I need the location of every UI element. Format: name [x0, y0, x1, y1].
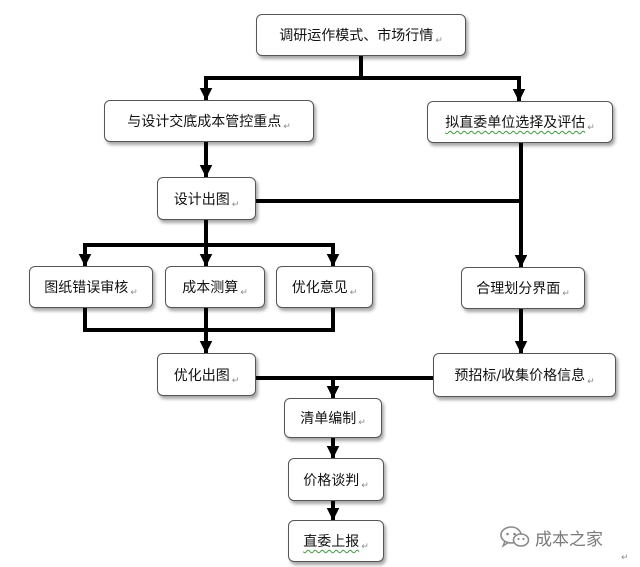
- node-pre-bid: 预招标/收集价格信息↵: [433, 353, 616, 397]
- node-optimized-drawing: 优化出图↵: [157, 353, 256, 396]
- paragraph-mark: ↵: [231, 376, 240, 386]
- watermark-text: 成本之家: [535, 529, 603, 550]
- node-cost-estimate-label: 成本测算: [182, 280, 239, 296]
- node-optimization: 优化意见↵: [276, 266, 373, 308]
- node-bill: 清单编制↵: [284, 398, 382, 438]
- paragraph-mark: ↵: [587, 377, 595, 387]
- node-report-label: 直委上报: [303, 534, 360, 550]
- node-negotiation-label: 价格谈判: [303, 472, 360, 489]
- node-select-units: 拟直委单位选择及评估↵: [427, 101, 613, 143]
- paragraph-mark: ↵: [283, 122, 291, 132]
- node-design-brief: 与设计交底成本管控重点↵: [104, 100, 314, 142]
- node-research: 调研运作模式、市场行情↵: [256, 14, 466, 56]
- paragraph-mark: ↵: [130, 288, 138, 298]
- paragraph-mark: ↵: [231, 200, 240, 210]
- node-bill-label: 清单编制: [300, 411, 357, 427]
- node-negotiation: 价格谈判↵: [288, 458, 384, 501]
- node-cost-estimate: 成本测算↵: [165, 266, 265, 308]
- node-design-drawing-label: 设计出图: [173, 191, 230, 208]
- node-pre-bid-label: 预招标/收集价格信息: [454, 368, 586, 384]
- node-drawing-review: 图纸错误审核↵: [29, 266, 153, 308]
- paragraph-mark: ↵: [621, 553, 629, 563]
- node-optimized-drawing-label: 优化出图: [173, 367, 230, 384]
- paragraph-mark: ↵: [240, 288, 248, 298]
- node-research-label: 调研运作模式、市场行情: [279, 28, 434, 44]
- node-drawing-review-label: 图纸错误审核: [44, 280, 129, 296]
- paragraph-mark: ↵: [587, 123, 595, 133]
- node-optimization-label: 优化意见: [291, 280, 348, 296]
- node-interface-label: 合理划分界面: [476, 281, 561, 297]
- wechat-logo-icon: [500, 526, 530, 548]
- node-report: 直委上报↵: [288, 520, 384, 562]
- node-select-units-label: 拟直委单位选择及评估: [445, 115, 586, 131]
- watermark: 成本之家: [500, 523, 603, 551]
- paragraph-mark: ↵: [358, 418, 366, 428]
- node-design-brief-label: 与设计交底成本管控重点: [127, 114, 282, 130]
- node-design-drawing: 设计出图↵: [157, 177, 256, 220]
- paragraph-mark: ↵: [349, 288, 358, 298]
- node-interface: 合理划分界面↵: [461, 267, 585, 309]
- paragraph-mark: ↵: [562, 289, 570, 299]
- paragraph-mark: ↵: [361, 542, 369, 552]
- paragraph-mark: ↵: [435, 36, 443, 46]
- paragraph-mark: ↵: [361, 481, 369, 491]
